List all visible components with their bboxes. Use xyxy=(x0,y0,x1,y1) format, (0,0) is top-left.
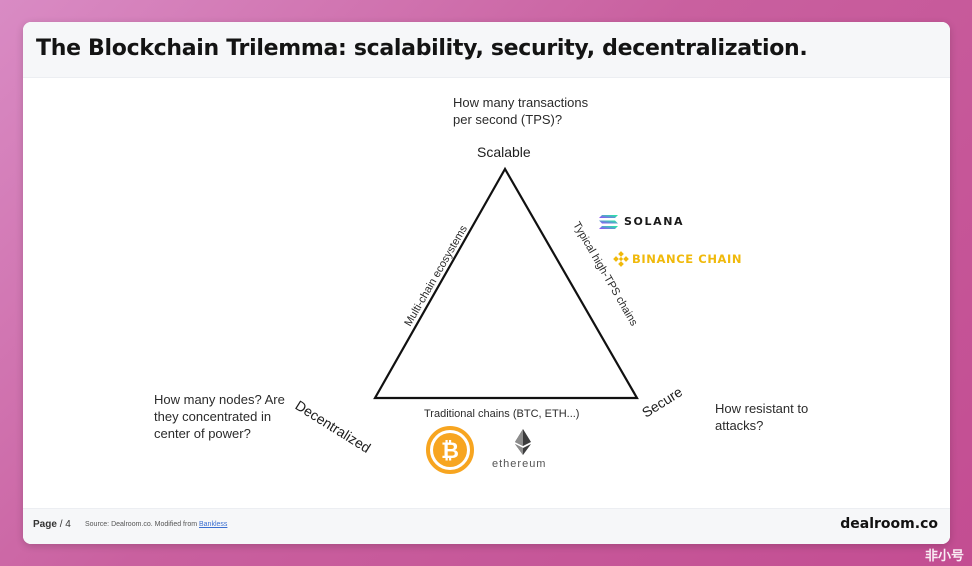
page-indicator: Page / 4 xyxy=(33,519,71,530)
ethereum-logo-text: ethereum xyxy=(492,458,547,470)
question-line: attacks? xyxy=(715,418,764,433)
question-line: per second (TPS)? xyxy=(453,112,563,127)
page-label: Page xyxy=(33,519,57,530)
source-link[interactable]: Bankless xyxy=(199,521,228,528)
title-bar: The Blockchain Trilemma: scalability, se… xyxy=(23,22,950,78)
vertex-scalable: Scalable xyxy=(477,144,531,160)
bitcoin-icon: ₿ xyxy=(426,426,474,474)
watermark: 非小号 xyxy=(924,548,964,563)
question-line: How many nodes? Are xyxy=(154,392,285,407)
slide-title: The Blockchain Trilemma: scalability, se… xyxy=(36,36,808,61)
triangle-shape xyxy=(373,166,639,400)
ethereum-icon xyxy=(515,429,531,455)
question-line: How resistant to xyxy=(715,401,809,416)
brand-logo: dealroom.co xyxy=(840,516,938,532)
question-decentralized: How many nodes? Are they concentrated in… xyxy=(154,391,285,442)
slide-footer: Page / 4 Source: Dealroom.co. Modified f… xyxy=(23,508,950,544)
question-scalable: How many transactions per second (TPS)? xyxy=(453,94,588,128)
edge-label-traditional: Traditional chains (BTC, ETH...) xyxy=(424,408,580,420)
question-line: center of power? xyxy=(154,426,251,441)
slide: The Blockchain Trilemma: scalability, se… xyxy=(23,22,950,544)
question-line: they concentrated in xyxy=(154,409,272,424)
source-text: Source: Dealroom.co. Modified from xyxy=(85,521,198,528)
binance-logo-text: BINANCE CHAIN xyxy=(632,252,743,266)
solana-icon xyxy=(599,215,618,229)
solana-logo-text: SOLANA xyxy=(624,215,685,228)
trilemma-triangle xyxy=(373,166,639,400)
binance-icon xyxy=(613,251,629,267)
source-note: Source: Dealroom.co. Modified from Bankl… xyxy=(85,521,227,528)
page-number: / 4 xyxy=(59,519,71,530)
question-secure: How resistant to attacks? xyxy=(715,400,808,434)
svg-text:₿: ₿ xyxy=(441,439,459,464)
question-line: How many transactions xyxy=(453,95,589,110)
